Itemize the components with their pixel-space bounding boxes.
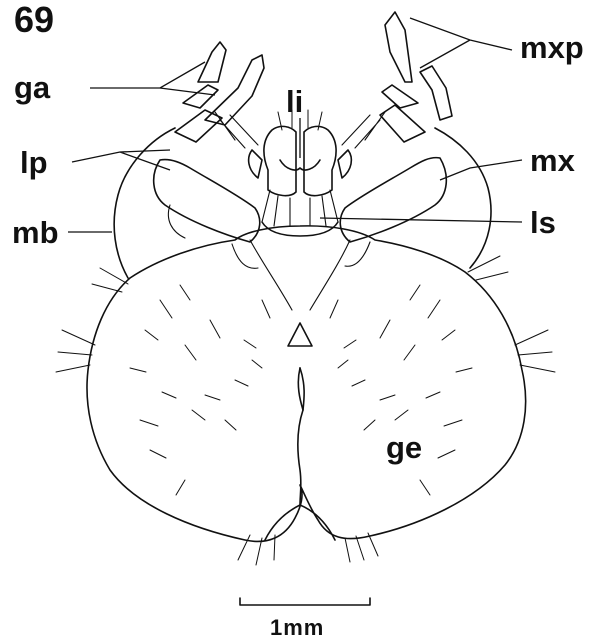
scale-bar-label: 1mm xyxy=(270,615,324,640)
label-li: li xyxy=(286,84,303,119)
scale-bar-line xyxy=(240,598,370,605)
labrum xyxy=(262,222,338,236)
head-capsule xyxy=(87,226,526,542)
label-mb: mb xyxy=(12,215,59,250)
scale-bar: 1mm xyxy=(240,598,370,640)
right-maxilla xyxy=(340,12,452,242)
label-mxp: mxp xyxy=(520,30,584,65)
label-ls: ls xyxy=(530,205,556,240)
left-maxilla xyxy=(154,42,264,242)
label-ga: ga xyxy=(14,70,51,105)
label-lp: lp xyxy=(20,145,48,180)
label-ge: ge xyxy=(386,430,422,465)
median-pit xyxy=(288,323,312,346)
marginal-setae xyxy=(56,256,555,565)
leader-lines xyxy=(68,18,522,232)
label-mx: mx xyxy=(530,143,576,178)
figure-number: 69 xyxy=(14,0,54,40)
